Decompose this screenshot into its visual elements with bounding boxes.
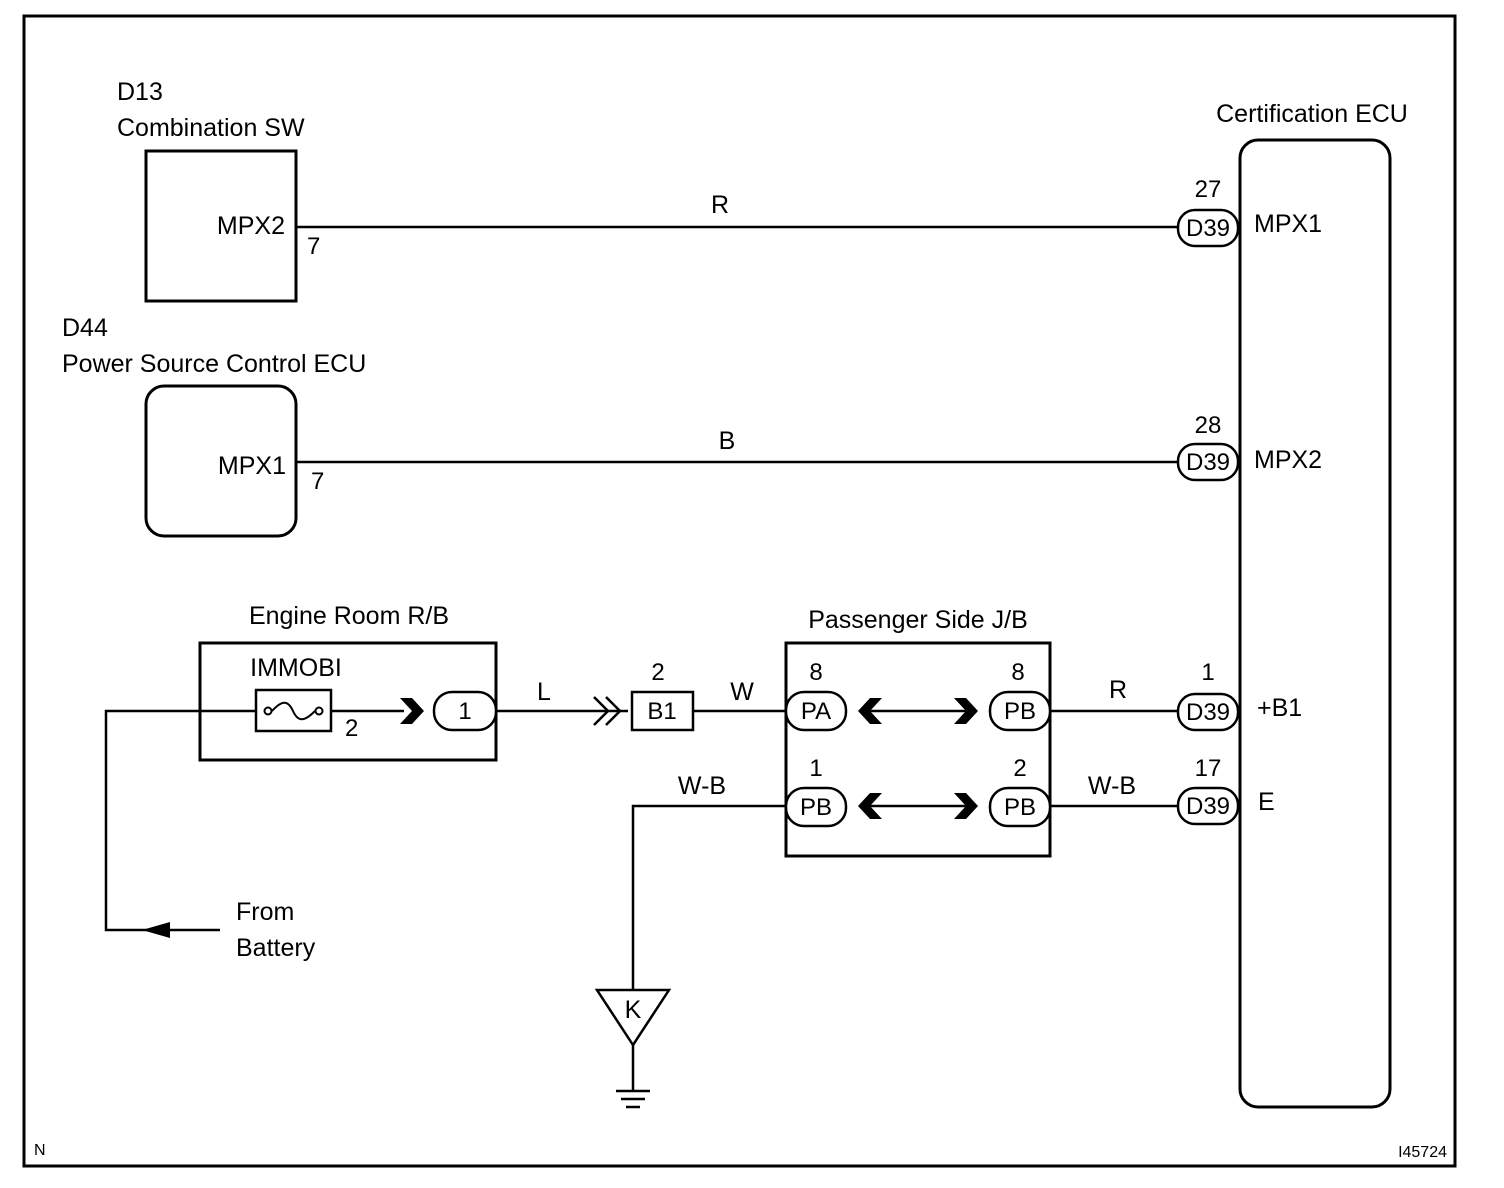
cert-terminal-mpx2: MPX2 [1254, 446, 1322, 474]
d39-label-1: D39 [1186, 215, 1230, 242]
cert-ecu-connector-mpx2: D39 28 MPX2 [1176, 412, 1322, 482]
jb-conn-pa-pin: 8 [809, 659, 822, 686]
fuse-pin: 2 [345, 715, 358, 742]
d39-label-4: D39 [1186, 793, 1230, 820]
d39-pin-27: 27 [1195, 176, 1222, 203]
jb-conn-pb-2-label: PB [1004, 794, 1036, 821]
jb-conn-pa-label: PA [801, 698, 831, 725]
d13-box [144, 149, 298, 303]
b1-box [630, 690, 695, 732]
d13-pin: 7 [307, 233, 320, 260]
d39-pin-28: 28 [1195, 412, 1222, 439]
d44-terminal: MPX1 [218, 452, 286, 480]
cert-terminal-mpx1: MPX1 [1254, 210, 1322, 238]
jb-conn-pb-2-pin: 2 [1013, 755, 1026, 782]
fuse-icon [254, 688, 333, 733]
diagram-frame [22, 14, 1457, 1168]
wire-r-top-label: R [711, 191, 729, 219]
d13-name: Combination SW [117, 114, 305, 142]
cert-ecu-box [1238, 138, 1392, 1109]
ground-point-icon [594, 988, 672, 1048]
d44-name: Power Source Control ECU [62, 350, 366, 378]
ground-label: K [625, 996, 642, 1024]
figure-id: I45724 [1398, 1144, 1447, 1161]
jb-conn-pb-8-label: PB [1004, 698, 1036, 725]
b1-pin: 2 [651, 659, 664, 686]
ground-icon [616, 1089, 650, 1109]
battery-line1: From [236, 898, 294, 926]
d13-code: D13 [117, 78, 163, 106]
corner-mark-n: N [34, 1142, 46, 1159]
jb-name: Passenger Side J/B [808, 606, 1028, 634]
wire-w-label: W [730, 678, 754, 706]
arrow-left-icon [142, 922, 170, 938]
cert-ecu-connector-b1: D39 1 +B1 [1176, 659, 1302, 732]
d39-pin-17: 17 [1195, 755, 1222, 782]
wire-wb-ground-label: W-B [678, 772, 726, 800]
jb-conn-pb-8-pin: 8 [1011, 659, 1024, 686]
wire-b-label: B [719, 427, 736, 455]
battery-line2: Battery [236, 934, 316, 962]
cert-ecu-connector-mpx1: D39 27 MPX1 [1176, 176, 1322, 248]
jb-conn-pb-1-label: PB [800, 794, 832, 821]
cert-ecu-connector-e: D39 17 E [1176, 755, 1275, 826]
wire-wb-e-label: W-B [1088, 772, 1136, 800]
cert-terminal-e: E [1258, 788, 1275, 816]
fuse-label: IMMOBI [250, 654, 342, 682]
wire-r-b1-label: R [1109, 676, 1127, 704]
cert-terminal-b1: +B1 [1257, 694, 1302, 722]
b1-label: B1 [647, 698, 676, 725]
d39-label-3: D39 [1186, 699, 1230, 726]
inline-connector-icon [593, 696, 622, 726]
d39-pin-1: 1 [1201, 659, 1214, 686]
d44-code: D44 [62, 314, 108, 342]
d44-pin: 7 [311, 468, 324, 495]
wire-l-label: L [537, 678, 551, 706]
jb-conn-pa [784, 690, 848, 732]
d13-terminal: MPX2 [217, 212, 285, 240]
engine-rb-name: Engine Room R/B [249, 602, 449, 630]
d39-label-2: D39 [1186, 449, 1230, 476]
cert-ecu-name: Certification ECU [1216, 100, 1408, 128]
rb-connector-label: 1 [458, 698, 471, 725]
wire-wb-ground [631, 804, 786, 990]
jb-conn-pb-1-pin: 1 [809, 755, 822, 782]
